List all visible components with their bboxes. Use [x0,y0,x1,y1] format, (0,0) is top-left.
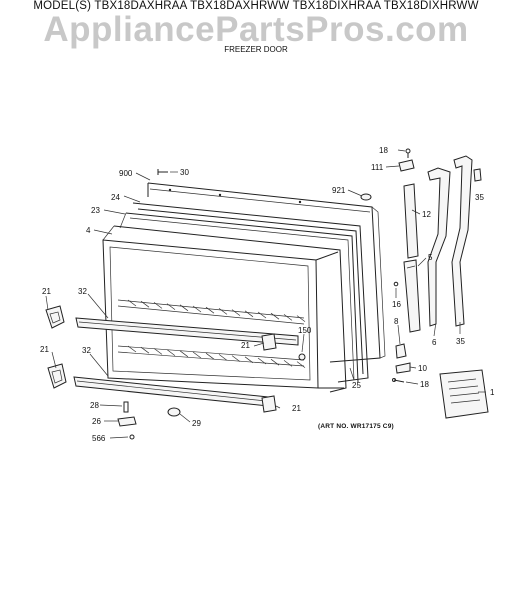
callout-6: 6 [432,338,437,347]
callout-labels: 18 111 30 900 921 24 23 12 35 4 5 21 32 … [40,146,495,443]
rack-wire [244,356,254,364]
rack-wire [140,300,150,308]
callout-566: 566 [92,434,106,443]
watermark: AppliancePartsPros.com [43,10,469,49]
art-number: (ART NO. WR17175 C9) [318,423,394,430]
rack-wire [153,348,163,355]
part-10 [395,362,411,374]
callout-23: 23 [91,206,100,215]
rack-wire [257,311,267,319]
handle-trim-6 [427,167,451,327]
callout-25: 25 [352,381,361,390]
callout-26: 26 [92,417,101,426]
rack-wire [231,355,241,362]
rack-wire [296,315,306,322]
door-liner [102,225,347,393]
shelf-end-cap-left-upper [45,305,65,329]
callout-35a: 35 [475,193,484,202]
hinge-bracket-12 [403,183,419,259]
rack-wire [192,351,202,359]
door-outer-panel [147,182,386,363]
callout-32a: 32 [78,287,87,296]
diagram-subtitle: FREEZER DOOR [224,45,288,54]
screw-566 [129,434,135,440]
callout-21b: 21 [241,341,250,350]
callout-21d: 21 [292,404,301,413]
callout-150: 150 [298,326,312,335]
callout-16: 16 [392,300,401,309]
handle-trim-35 [451,155,473,327]
callout-8: 8 [394,317,399,326]
callout-4: 4 [86,226,91,235]
callout-900: 900 [119,169,133,178]
callout-28: 28 [90,401,99,410]
model-list: MODEL(S) TBX18DAXHRAA TBX18DAXHRWW TBX18… [33,0,479,12]
leveler-28 [123,401,129,413]
callout-18a: 18 [379,146,388,155]
rack-wire [166,349,176,356]
callout-921: 921 [332,186,346,195]
callout-32b: 32 [82,346,91,355]
rack-wire [244,310,254,318]
callout-18b: 18 [420,380,429,389]
rack-wire [127,299,137,307]
hinge-cap-111 [398,159,415,172]
door-gasket [119,202,369,383]
rack-wire [218,308,228,315]
nameplate-1 [439,369,489,419]
leader-lines [45,149,486,439]
callout-21a: 21 [42,287,51,296]
rack-wire [257,357,267,365]
shelf-end-cap-right-lower [261,395,277,413]
shelf-end-cap-left-lower [47,363,67,389]
rack-wire [218,354,228,361]
foot-29 [167,407,181,417]
rack-wire [270,358,280,366]
rack-wire [127,345,137,353]
hinge-26 [117,416,137,427]
shelf-rail-upper [75,317,299,346]
rack-wire [179,304,189,312]
callout-5: 5 [428,253,433,262]
callout-30: 30 [180,168,189,177]
callout-10: 10 [418,364,427,373]
rack-wire [283,314,293,321]
callout-29: 29 [192,419,201,428]
handle-end-35 [473,168,482,182]
rack-wire [283,360,293,367]
callout-24: 24 [111,193,120,202]
rack-wire [231,309,241,316]
rack-wire [205,352,215,360]
rack-wire [205,306,215,314]
rack-wire [153,302,163,309]
rack-wire [192,305,202,313]
callout-21c: 21 [40,345,49,354]
rack-wire [179,350,189,358]
handle-5 [403,259,421,333]
rack-wire [296,361,306,368]
callout-12: 12 [422,210,431,219]
part-8 [395,343,407,359]
screw-30 [157,169,168,175]
screw-150 [298,353,306,361]
rack-wire [140,346,150,354]
callout-111: 111 [371,163,384,172]
screw-16 [393,281,399,287]
gasket-921 [360,193,372,201]
callout-35b: 35 [456,337,465,346]
callout-1: 1 [490,388,495,397]
shelf-end-cap-right-upper [261,333,277,351]
rack-wire [166,303,176,310]
screw-18-bottom [392,378,405,383]
screw-18-top [405,148,411,158]
rack-wire [270,312,280,320]
